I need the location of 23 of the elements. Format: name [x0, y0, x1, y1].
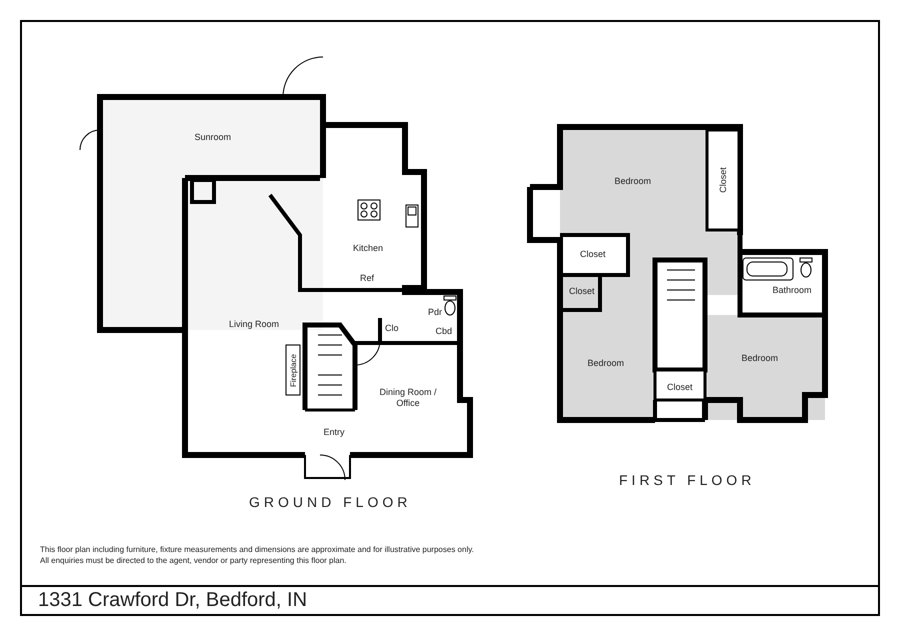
room-label: Pdr — [428, 307, 442, 317]
room-label: Ref — [360, 273, 374, 283]
room-label: Closet — [580, 249, 606, 259]
disclaimer-text: This floor plan including furniture, fixture measurements and dimensions are approximate and for illustrative purposes only. — [40, 544, 474, 554]
room-label: Closet — [667, 382, 693, 392]
floor-heading: FIRST FLOOR — [619, 472, 756, 488]
room-label: Clo — [385, 323, 399, 333]
room-label: Bedroom — [742, 353, 778, 363]
room-label: Bedroom — [588, 358, 624, 368]
room-label: Kitchen — [353, 243, 384, 253]
room-label: Fireplace — [288, 354, 298, 386]
address-caption: 1331 Crawford Dr, Bedford, IN — [38, 588, 308, 612]
floor-heading: GROUND FLOOR — [249, 494, 412, 510]
room-label: Closet — [569, 286, 595, 296]
room-label: Living Room — [229, 319, 280, 329]
room-label: Bathroom — [772, 285, 812, 295]
room-label: Cbd — [436, 326, 452, 336]
room-label: Dining Room / Office — [378, 386, 438, 410]
room-label: Sunroom — [194, 132, 232, 142]
room-label: Bedroom — [614, 176, 652, 186]
room-label: Entry — [324, 427, 345, 437]
room-label: Closet — [718, 167, 728, 193]
disclaimer-text: All enquiries must be directed to the agent, vendor or party representing this floor plan. — [40, 556, 346, 564]
